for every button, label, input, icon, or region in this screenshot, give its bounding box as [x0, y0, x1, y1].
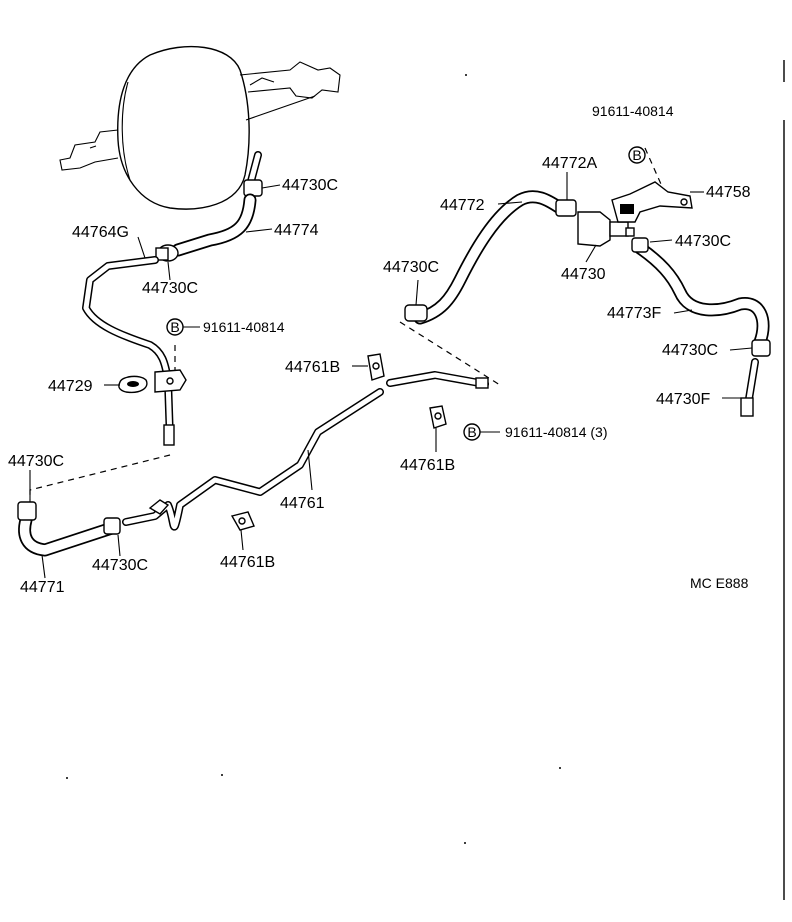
bolt-marker-mid: B [467, 424, 476, 440]
label-44730C-right-left: 44730C [383, 259, 439, 276]
hose-44774 [155, 193, 257, 262]
bracket-44758 [611, 181, 693, 223]
label-44764G: 44764G [72, 224, 129, 241]
scan-specks [66, 74, 561, 844]
label-44772A: 44772A [542, 155, 597, 172]
diagram-code: MC E888 [690, 575, 749, 591]
label-44730: 44730 [561, 266, 606, 283]
label-44729: 44729 [48, 378, 93, 395]
label-44730C-right1: 44730C [675, 233, 731, 250]
label-44758: 44758 [706, 184, 751, 201]
label-44730C-bottom: 44730C [92, 557, 148, 574]
leader-lines [29, 172, 753, 579]
label-44730C-top: 44730C [282, 177, 338, 194]
bolt-marker-top: B [632, 147, 641, 163]
bolt-marker-left: B [170, 319, 179, 335]
pipe-44764G [82, 256, 187, 446]
label-44730C-left: 44730C [8, 453, 64, 470]
grommet-44729 [118, 375, 148, 394]
hose-44773F [631, 237, 771, 357]
label-44772: 44772 [440, 197, 485, 214]
label-44730C-right2: 44730C [662, 342, 718, 359]
label-44761B-top: 44761B [285, 359, 340, 376]
hose-44771 [17, 501, 121, 557]
label-91611-top: 91611-40814 [592, 103, 674, 119]
label-44730F: 44730F [656, 391, 710, 408]
label-44771: 44771 [20, 579, 65, 596]
label-91611-3: 91611-40814 (3) [505, 424, 607, 440]
label-91611-left: 91611-40814 [203, 319, 285, 335]
label-44761: 44761 [280, 495, 325, 512]
label-44761B-bottom: 44761B [220, 554, 275, 571]
fitting-44730F [740, 358, 759, 417]
pipe-44761 [122, 371, 489, 531]
part-labels: 44730C 44774 44764G 44730C 91611-40814 4… [8, 103, 751, 596]
check-valve-44730 [577, 211, 635, 247]
bolt-markers: B B B [166, 146, 646, 441]
clamps-44761B [230, 353, 447, 531]
hose-44772 [404, 190, 577, 325]
label-44773F: 44773F [607, 305, 661, 322]
label-44730C-mid: 44730C [142, 280, 198, 297]
label-44761B-right: 44761B [400, 457, 455, 474]
label-44774: 44774 [274, 222, 319, 239]
